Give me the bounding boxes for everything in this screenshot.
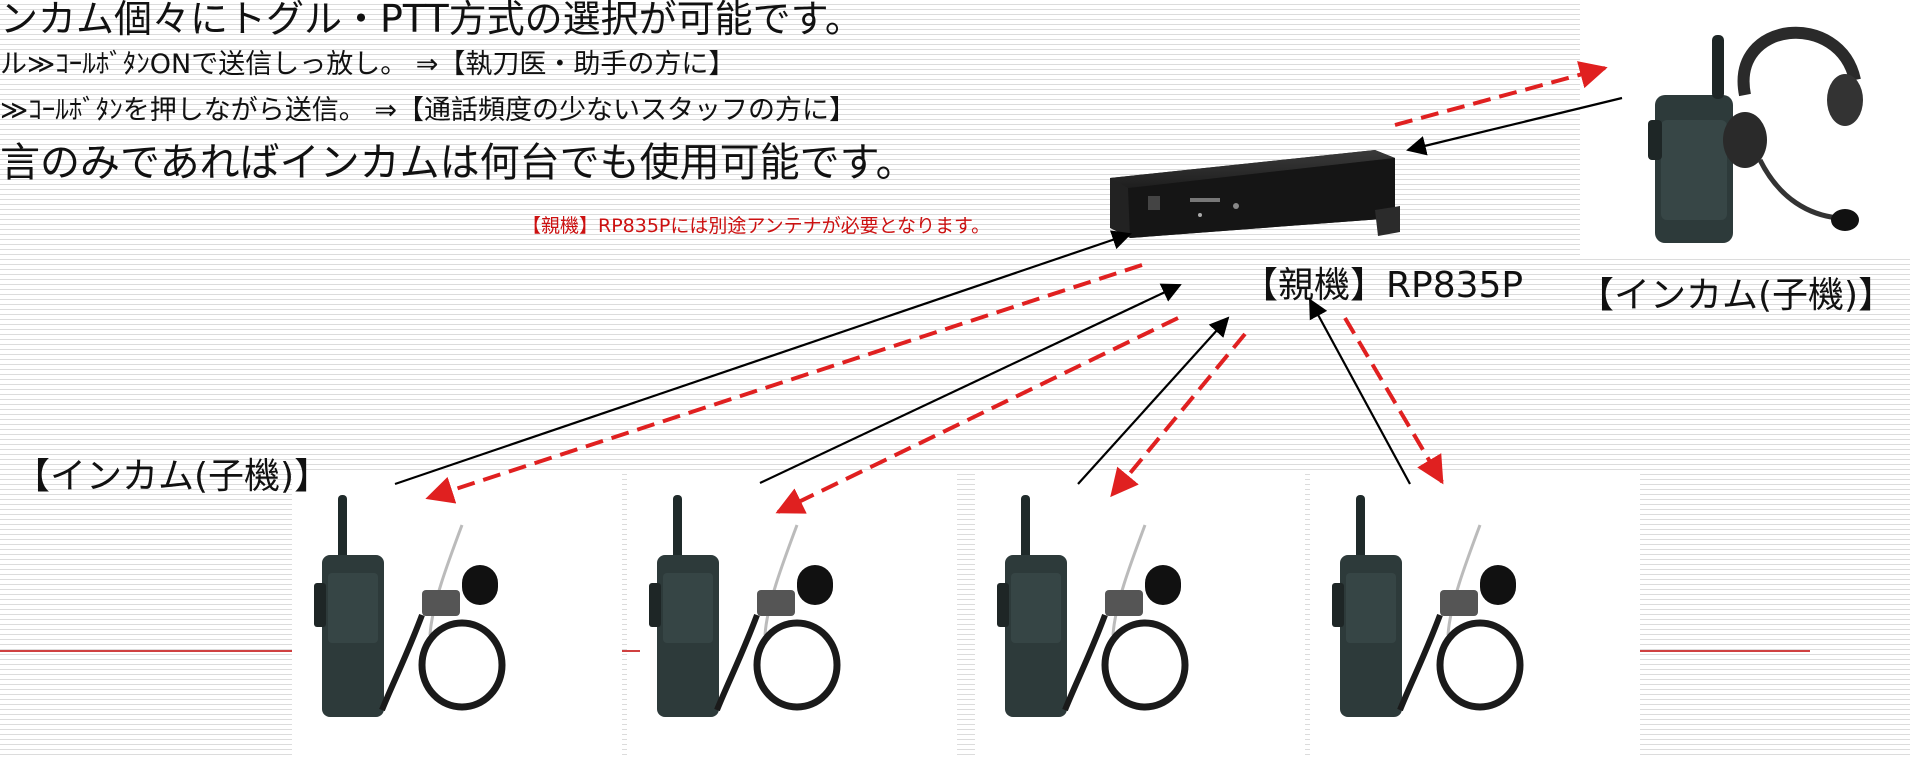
arrow-master-to-handset4: [1343, 316, 1444, 485]
arrow-handset4-to-master: [1309, 298, 1411, 485]
headset-handset-icon: [1648, 26, 1863, 243]
arrow-master-to-headset: [1394, 61, 1608, 127]
arrow-master-to-handset1: [425, 263, 1143, 504]
handset-group-label: 【インカム(子機)】: [14, 456, 331, 497]
arrow-headset-to-master: [1406, 96, 1623, 156]
handset-with-earpiece-icon: [1332, 495, 1524, 717]
arrow-handset2-to-master: [759, 283, 1182, 484]
feature-line-toggle-ptt: ンカム個々にトグル・PTT方式の選択が可能です。: [0, 0, 863, 41]
headset-handset-label: 【インカム(子機)】: [1578, 275, 1895, 316]
feature-line-receive-only: 言のみであればインカムは何台でも使用可能です。: [0, 140, 916, 186]
handset-with-earpiece-icon: [314, 495, 506, 717]
arrow-handset3-to-master: [1077, 316, 1230, 485]
feature-line-toggle: ル≫ｺｰﾙﾎﾞﾀﾝONで送信しっ放し。 ⇒【執刀医・助手の方に】: [0, 49, 736, 80]
handset-with-earpiece-icon: [649, 495, 841, 717]
handset-with-earpiece-icon: [997, 495, 1189, 717]
feature-line-ptt: ≫ｺｰﾙﾎﾞﾀﾝを押しながら送信。 ⇒【通話頻度の少ないスタッフの方に】: [0, 95, 856, 126]
arrow-master-to-handset2: [775, 316, 1179, 514]
antenna-note: 【親機】RP835Pには別途アンテナが必要となります。: [522, 215, 991, 237]
arrow-master-to-handset3: [1110, 332, 1247, 498]
master-unit-label: 【親機】RP835P: [1242, 265, 1524, 306]
transmit-arrows: [394, 96, 1623, 486]
receive-arrows: [425, 61, 1608, 514]
arrow-handset1-to-master: [394, 230, 1132, 486]
base-station-unit-icon: [1110, 150, 1400, 238]
